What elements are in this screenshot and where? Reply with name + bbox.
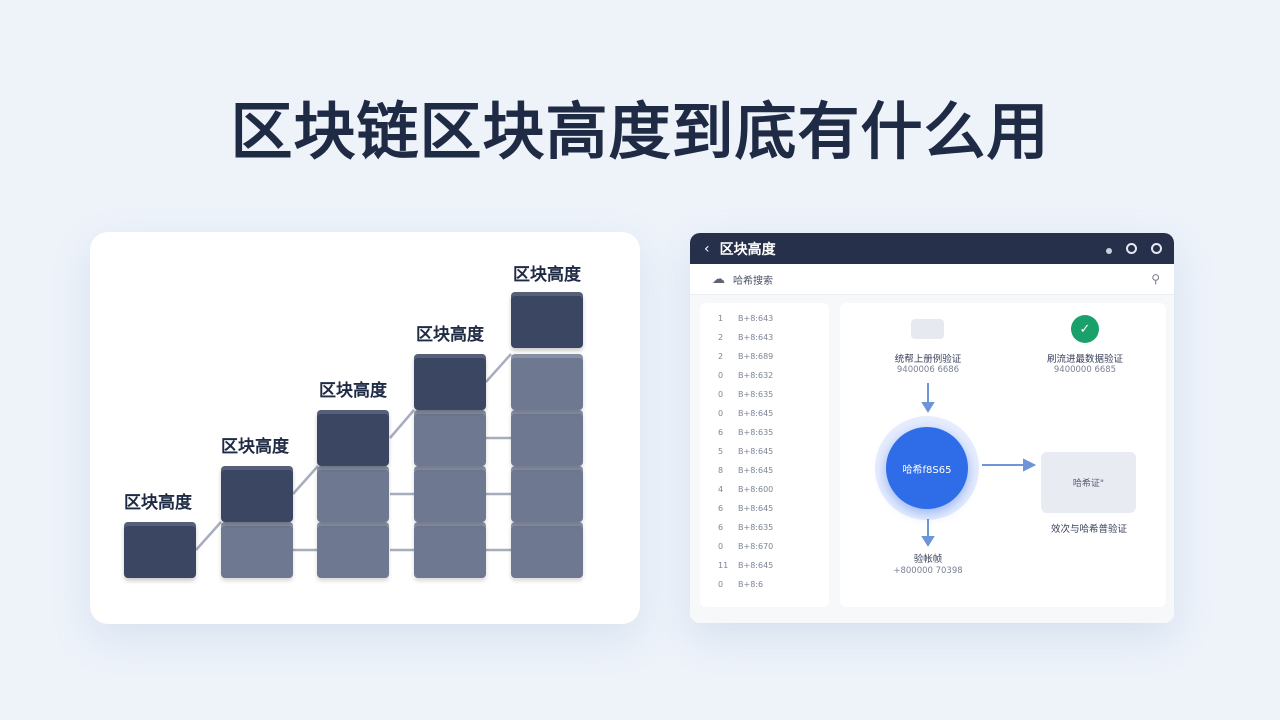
list-item[interactable]: 4 B+8:600 xyxy=(718,480,829,499)
more-icon[interactable] xyxy=(1106,239,1112,258)
toolbar-label: 哈希搜索 xyxy=(733,275,773,287)
list-item[interactable]: 1 B+8:643 xyxy=(718,309,829,328)
list-item[interactable]: 0 B+8:635 xyxy=(718,385,829,404)
list-item[interactable]: 5 B+8:645 xyxy=(718,442,829,461)
list-item-number: 6 xyxy=(718,523,724,532)
list-item-number: 11 xyxy=(718,561,729,570)
block xyxy=(317,466,389,522)
list-item-text: B+8:6 xyxy=(738,580,764,589)
list-item-text: B+8:645 xyxy=(738,561,774,570)
list-item[interactable]: 6 B+8:645 xyxy=(718,499,829,518)
block-height-5 xyxy=(511,292,583,348)
list-item[interactable]: 2 B+8:689 xyxy=(718,347,829,366)
close-icon[interactable] xyxy=(1151,239,1162,258)
block xyxy=(511,522,583,578)
list-item[interactable]: 2 B+8:643 xyxy=(718,328,829,347)
list-item-text: B+8:635 xyxy=(738,390,774,399)
list-item-number: 2 xyxy=(718,352,724,361)
connector-lines xyxy=(195,353,512,552)
block-height-illustration: 区块高度 区块高度 区块高度 区块高度 区块高度 xyxy=(90,232,640,624)
list-item[interactable]: 0 B+8:632 xyxy=(718,366,829,385)
stair-label-5: 区块高度 xyxy=(513,265,581,285)
right-check-title: 刷流进最数据验证 xyxy=(1046,354,1123,365)
list-item-text: B+8:645 xyxy=(738,409,774,418)
left-check-title: 统帮上册例验证 xyxy=(894,354,962,365)
list-item-number: 8 xyxy=(718,466,724,475)
list-item-number: 6 xyxy=(718,504,724,513)
bottom-value: +800000 70398 xyxy=(893,566,963,576)
block xyxy=(414,466,486,522)
list-item-text: B+8:645 xyxy=(738,447,774,456)
block xyxy=(414,522,486,578)
list-item[interactable]: 8 B+8:645 xyxy=(718,461,829,480)
right-check-value: 9400000 6685 xyxy=(1053,365,1117,375)
window-title: 区块高度 xyxy=(719,241,776,258)
result-box[interactable]: 哈希证" xyxy=(1041,452,1136,513)
stair-label-4: 区块高度 xyxy=(416,325,484,345)
cloud-icon: ☁ xyxy=(712,271,725,287)
bottom-title: 验帐帧 xyxy=(913,554,943,565)
list-item[interactable]: 6 B+8:635 xyxy=(718,423,829,442)
list-item-number: 6 xyxy=(718,428,724,437)
hash-button[interactable]: 哈希f8S65 xyxy=(886,427,968,509)
back-icon[interactable]: ‹ xyxy=(704,240,710,257)
list-item[interactable]: 0 B+8:645 xyxy=(718,404,829,423)
list-item[interactable]: 11 B+8:645 xyxy=(718,556,829,575)
list-item-number: 0 xyxy=(718,390,724,399)
block-detail-panel: 统帮上册例验证 9400006 6686 ✓ 刷流进最数据验证 9400000 … xyxy=(840,303,1166,607)
list-item-text: B+8:643 xyxy=(738,314,774,323)
list-item-text: B+8:689 xyxy=(738,352,774,361)
block xyxy=(414,410,486,466)
list-item-text: B+8:635 xyxy=(738,523,774,532)
list-item-number: 0 xyxy=(718,580,724,589)
list-item-number: 2 xyxy=(718,333,724,342)
list-item-text: B+8:635 xyxy=(738,428,774,437)
minimize-icon[interactable] xyxy=(1126,239,1137,258)
block xyxy=(221,522,293,578)
result-caption: 效次与哈希普验证 xyxy=(1050,524,1127,535)
block xyxy=(511,466,583,522)
list-item-text: B+8:645 xyxy=(738,466,774,475)
list-item-number: 0 xyxy=(718,542,724,551)
list-item-number: 0 xyxy=(718,409,724,418)
block xyxy=(511,354,583,410)
list-item-text: B+8:645 xyxy=(738,504,774,513)
list-item-text: B+8:600 xyxy=(738,485,774,494)
block-height-3 xyxy=(317,410,389,466)
list-item[interactable]: 6 B+8:635 xyxy=(718,518,829,537)
list-item[interactable]: 0 B+8:6 xyxy=(718,575,829,594)
list-item-number: 1 xyxy=(718,314,724,323)
verified-shield-icon: ✓ xyxy=(1071,315,1099,343)
stair-label-2: 区块高度 xyxy=(221,437,289,457)
list-item-number: 4 xyxy=(718,485,724,494)
search-icon[interactable]: ⚲ xyxy=(1151,272,1160,286)
list-item-text: B+8:670 xyxy=(738,542,774,551)
chip-icon xyxy=(911,319,944,339)
list-item-text: B+8:632 xyxy=(738,371,774,380)
block xyxy=(511,410,583,466)
block-height-1 xyxy=(124,522,196,578)
list-item-text: B+8:643 xyxy=(738,333,774,342)
flow-arrows xyxy=(921,383,1037,547)
stair-label-3: 区块高度 xyxy=(319,381,387,401)
left-check-value: 9400006 6686 xyxy=(896,365,960,375)
block xyxy=(317,522,389,578)
block-height-4 xyxy=(414,354,486,410)
stair-label-1: 区块高度 xyxy=(124,493,192,513)
toolbar: ☁ 哈希搜索 ⚲ xyxy=(690,264,1174,295)
list-item-number: 0 xyxy=(718,371,724,380)
block-height-2 xyxy=(221,466,293,522)
title-bar: ‹ 区块高度 xyxy=(690,233,1174,264)
list-item[interactable]: 0 B+8:670 xyxy=(718,537,829,556)
page-headline: 区块链区块高度到底有什么用 xyxy=(230,95,1050,168)
list-item-number: 5 xyxy=(718,447,724,456)
